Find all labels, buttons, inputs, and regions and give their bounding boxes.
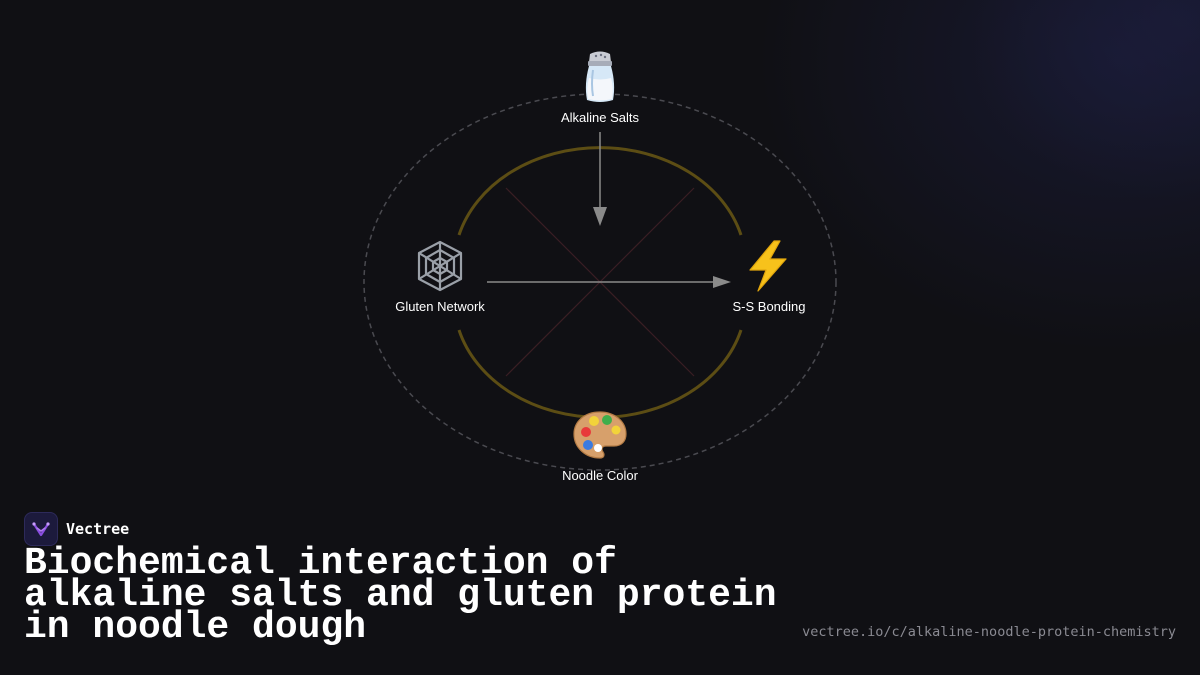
source-url[interactable]: vectree.io/c/alkaline-noodle-protein-che… [802, 624, 1176, 640]
spider-web-icon [417, 240, 463, 292]
brand: Vectree [24, 512, 129, 546]
node-label-ss-bonding: S-S Bonding [732, 299, 806, 314]
node-label-noodle-color: Noodle Color [562, 468, 638, 483]
brand-name: Vectree [66, 520, 130, 538]
node-label-alkaline-salts: Alkaline Salts [560, 110, 640, 125]
vectree-logo-icon [24, 512, 58, 546]
arrow-bonding-head [713, 276, 731, 288]
palette-icon [573, 411, 627, 459]
arrow-alkaline-head [593, 207, 607, 226]
lightning-icon [749, 240, 787, 292]
salt-shaker-icon [585, 51, 615, 102]
inner-ring-bottom-arc [457, 329, 743, 419]
page-title: Biochemical interaction of alkaline salt… [24, 542, 777, 649]
node-label-gluten-network: Gluten Network [395, 299, 485, 314]
